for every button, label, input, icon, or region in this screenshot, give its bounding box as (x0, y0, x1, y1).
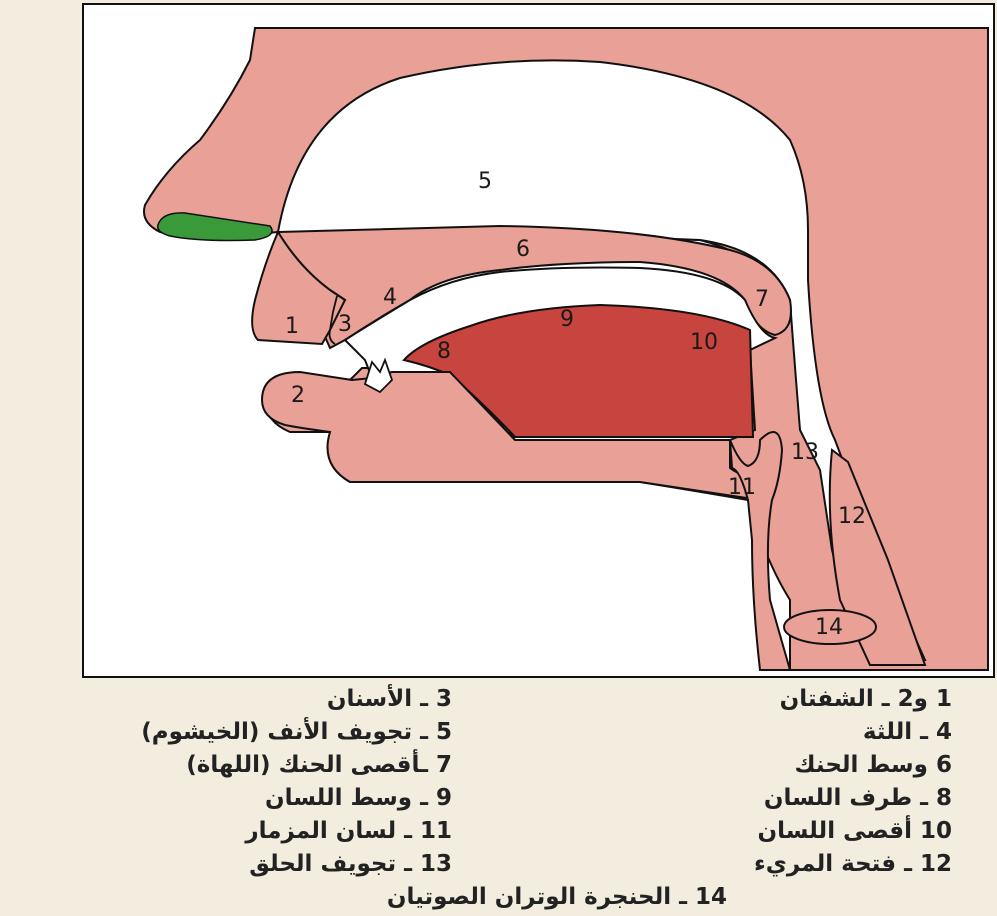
legend-item-9: 9 ـ وسط اللسان (265, 785, 452, 811)
label-5: 5 (478, 169, 492, 194)
legend-item-12: 12 ـ فتحة المريء (754, 851, 952, 877)
label-14: 14 (815, 615, 843, 640)
legend-item-5: 5 ـ تجويف الأنف (الخيشوم) (141, 719, 452, 745)
label-9: 9 (560, 307, 574, 332)
legend-item-3: 3 ـ الأسنان (327, 686, 452, 712)
legend-item-4: 4 ـ اللثة (863, 719, 952, 745)
label-11: 11 (728, 475, 756, 500)
legend-item-10: 10 أقصى اللسان (758, 818, 953, 844)
label-12: 12 (838, 504, 866, 529)
legend-item-11: 11 ـ لسان المزمار (245, 818, 452, 844)
label-3: 3 (338, 312, 352, 337)
legend-item-1: 1 و2 ـ الشفتان (780, 686, 952, 712)
label-4: 4 (383, 285, 397, 310)
label-13: 13 (791, 440, 819, 465)
legend-item-7: 7 ـأقصى الحنك (اللهاة) (186, 752, 452, 778)
legend-item-14: 14 ـ الحنجرة الوتران الصوتيان (387, 884, 727, 910)
legend-item-8: 8 ـ طرف اللسان (764, 785, 952, 811)
legend-item-6: 6 وسط الحنك (795, 752, 952, 778)
label-6: 6 (516, 237, 530, 262)
label-8: 8 (437, 339, 451, 364)
label-1: 1 (285, 314, 299, 339)
label-7: 7 (755, 287, 769, 312)
label-2: 2 (291, 383, 305, 408)
legend-item-13: 13 ـ تجويف الحلق (249, 851, 452, 877)
label-10: 10 (690, 330, 718, 355)
